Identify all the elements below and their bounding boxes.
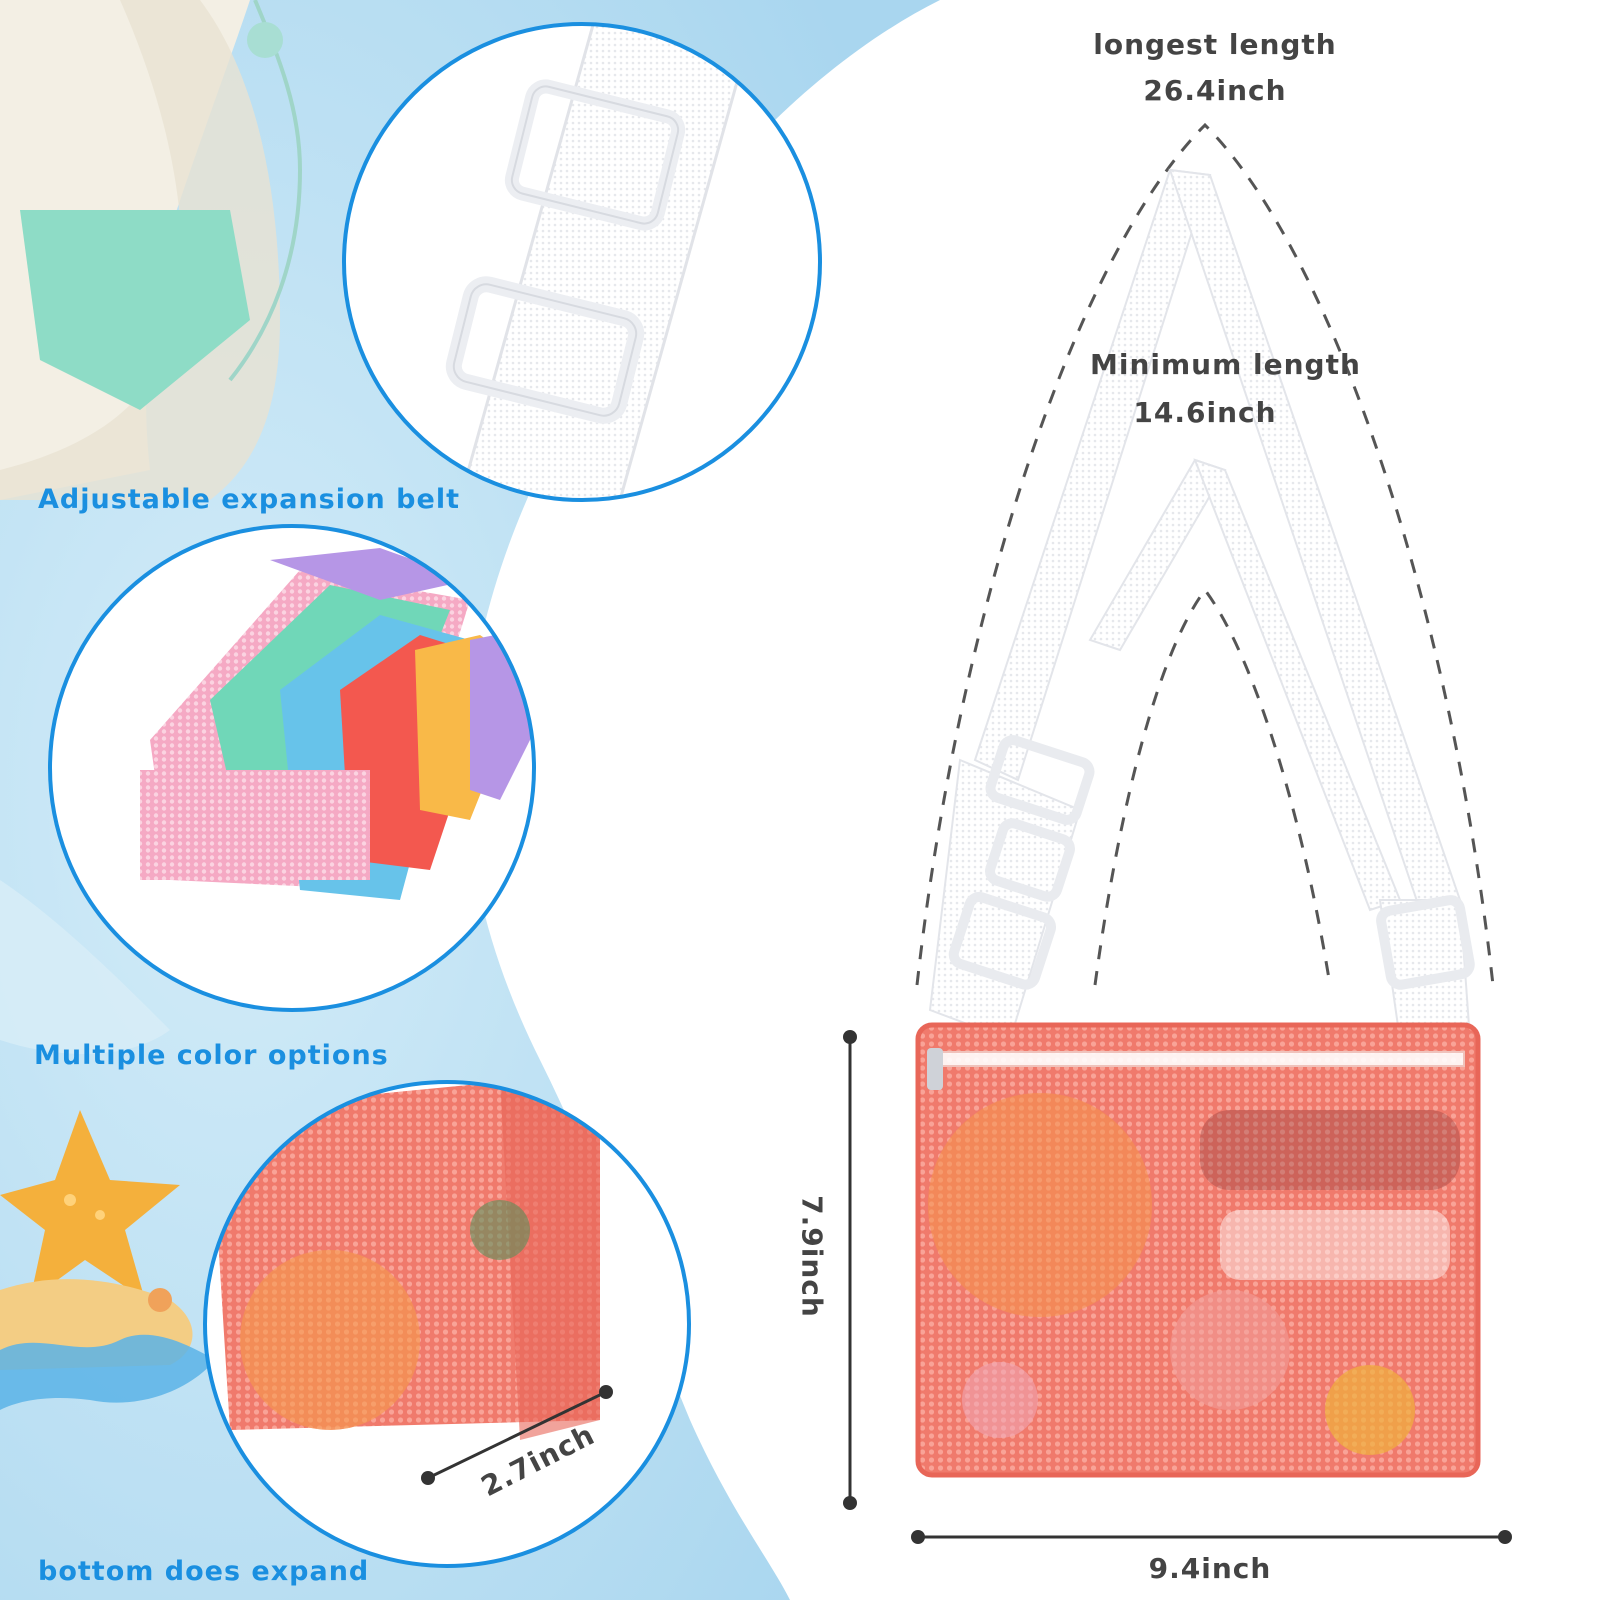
minimum-length-guide	[1093, 587, 1332, 986]
inflatable-ring-icon	[0, 880, 170, 1054]
life-ring-icon	[0, 0, 303, 500]
shell-icon	[148, 1288, 172, 1312]
main-bag-product	[843, 122, 1512, 1544]
width-value: 9.4inch	[1148, 1552, 1272, 1585]
bottom-expand-circle	[203, 1080, 691, 1568]
longest-length-guide	[915, 122, 1495, 986]
height-value: 7.9inch	[795, 1195, 829, 1318]
feature-label-bottom: bottom does expand	[38, 1556, 370, 1587]
starfish-icon	[0, 1110, 180, 1300]
longest-length-value: 26.4inch	[1143, 74, 1287, 107]
color-options-circle	[48, 524, 536, 1012]
feature-label-belt: Adjustable expansion belt	[38, 484, 460, 515]
minimum-length-value: 14.6inch	[1133, 396, 1277, 429]
strap-closeup-circle	[342, 22, 822, 502]
longest-length-title: longest length	[1093, 28, 1337, 61]
minimum-length-title: Minimum length	[1090, 348, 1361, 381]
water-splash-icon	[0, 1334, 215, 1410]
feature-label-colors: Multiple color options	[34, 1040, 389, 1071]
depth-dimension-line	[427, 1390, 607, 1480]
